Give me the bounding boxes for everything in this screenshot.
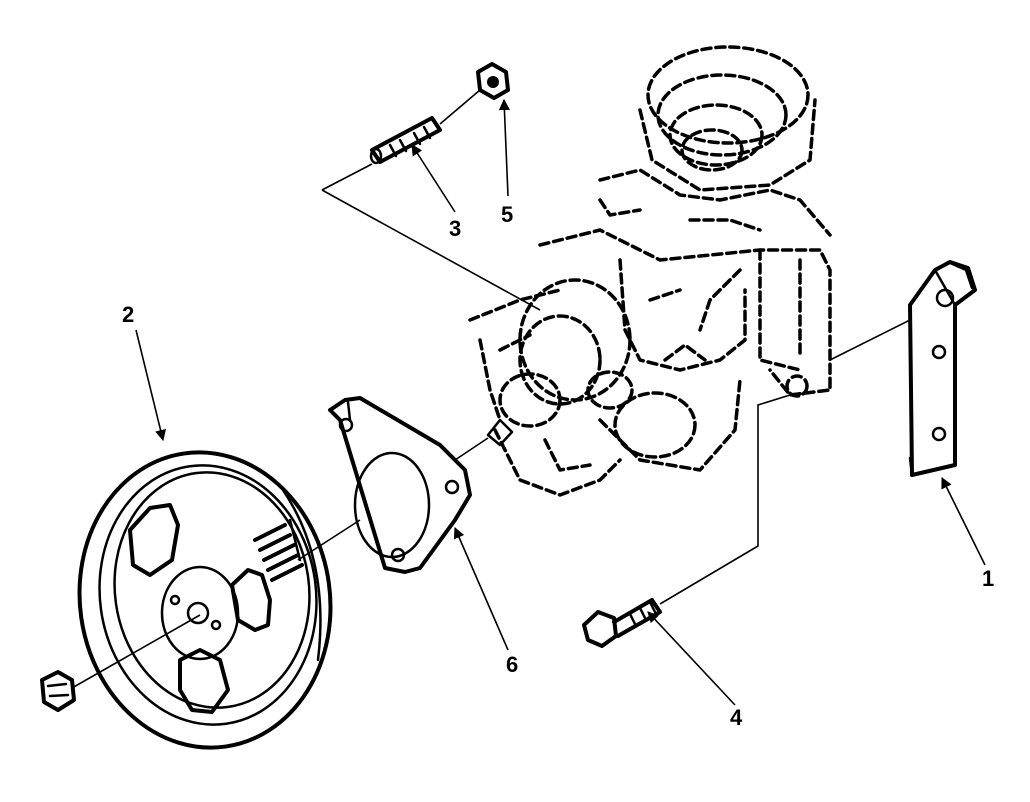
- callout-labels: 2 3 5 6 4 1: [122, 202, 994, 730]
- injection-pump-phantom: [468, 45, 832, 497]
- mounting-bolt: [582, 598, 662, 648]
- callout-leaders: [135, 98, 986, 706]
- stud-nut: [476, 62, 510, 100]
- hub-nut: [40, 670, 76, 712]
- assembly-lines: [71, 89, 911, 689]
- gasket: [328, 396, 472, 574]
- callout-4: 4: [730, 705, 743, 730]
- support-bracket: [908, 260, 977, 477]
- callout-1: 1: [982, 566, 994, 591]
- stud: [369, 116, 442, 165]
- callout-2: 2: [122, 302, 134, 327]
- callout-5: 5: [501, 202, 513, 227]
- callout-3: 3: [449, 216, 461, 241]
- spring-coil: [253, 523, 304, 582]
- callout-6: 6: [506, 652, 518, 677]
- drive-pulley: [77, 450, 333, 750]
